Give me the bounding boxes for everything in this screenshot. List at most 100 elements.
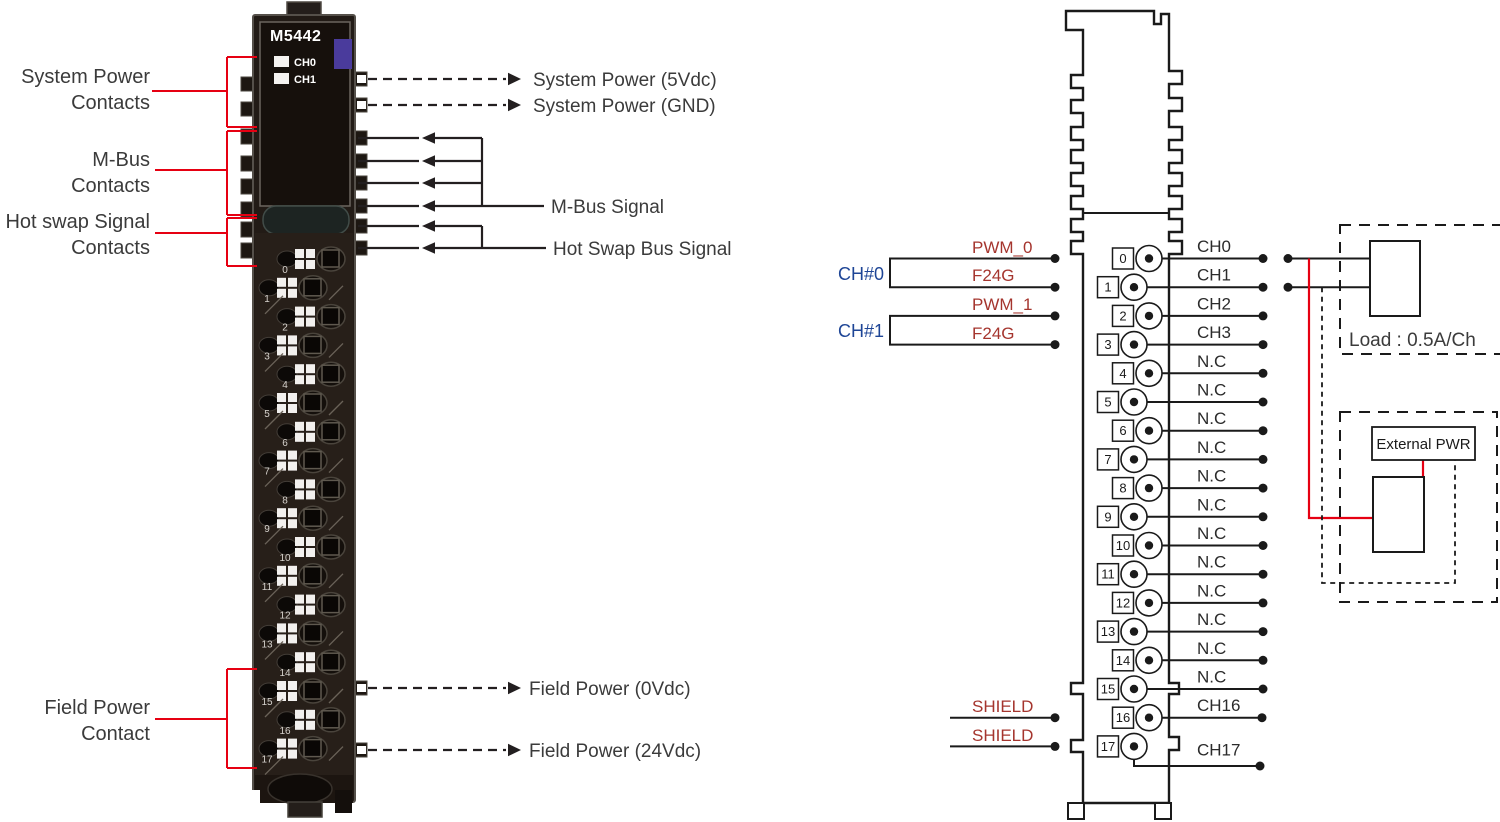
- arrow-left-icon: [422, 220, 435, 232]
- pin-number-box: [1096, 275, 1120, 299]
- pin-label: N.C: [1197, 352, 1226, 371]
- terminal-release-cross: [277, 749, 286, 759]
- module-terminal-row: 4: [276, 361, 346, 391]
- pin-label: N.C: [1197, 524, 1226, 543]
- pin-row: 11N.C: [1096, 553, 1268, 589]
- terminal-number: 13: [261, 639, 273, 650]
- m-bus-bus: [480, 138, 544, 208]
- module-terminal-row: 6: [276, 419, 346, 449]
- pin-row: 5N.C: [1096, 381, 1268, 416]
- terminal-number: 6: [282, 438, 288, 449]
- terminal-release-cross: [277, 738, 286, 748]
- pin-terminal-dot: [1144, 656, 1154, 665]
- pin-terminal-dot: [1129, 742, 1139, 751]
- terminal-hole: [303, 278, 322, 297]
- foot-latch: [267, 773, 333, 805]
- pin-terminal-dot: [1129, 397, 1139, 407]
- ch0-bracket: [889, 257, 948, 289]
- terminal-release-cross: [288, 288, 297, 298]
- external-pwr-box: [1372, 476, 1425, 553]
- callout-labels: System Power Contacts M-Bus Contacts Hot…: [5, 66, 150, 745]
- pin-row: 8N.C: [1111, 467, 1268, 502]
- led-ch1: [274, 73, 289, 84]
- ch0-group-label: CH#0: [838, 264, 884, 284]
- arrow-left-icon: [422, 177, 435, 189]
- terminal-number: 11: [262, 582, 273, 593]
- terminal-release-cross: [306, 306, 315, 316]
- pin-number-box: [1096, 562, 1120, 586]
- terminal-hole: [321, 594, 340, 614]
- pin-terminal-dot: [1129, 512, 1139, 521]
- terminal-release-cross: [295, 479, 304, 489]
- hot-swap-lines: [358, 224, 482, 250]
- terminal-hole: [303, 738, 322, 758]
- pin-label: CH1: [1197, 266, 1231, 285]
- pin-row: 10 N.C: [1111, 524, 1268, 560]
- terminal-release-cross: [288, 738, 297, 748]
- pin-number-box: [1096, 333, 1120, 356]
- pin-label: N.C: [1197, 381, 1226, 400]
- arrow-left-icon: [422, 200, 435, 212]
- arrow-left-icon: [422, 155, 435, 167]
- module-terminal-row: 13: [258, 620, 344, 660]
- terminal-release-cross: [277, 461, 286, 471]
- terminal-release-cross: [288, 692, 297, 701]
- pin-terminal-dot: [1144, 483, 1154, 493]
- terminal-release-cross: [295, 720, 304, 730]
- terminal-release-cross: [295, 537, 304, 546]
- led-ch0-label: CH0: [294, 57, 316, 69]
- shield2-label: SHIELD: [972, 726, 1033, 745]
- terminal-number: 3: [264, 351, 270, 362]
- label-system-power-gnd: System Power (GND): [533, 96, 716, 117]
- pin-terminal-dot: [1129, 627, 1139, 636]
- terminal-release-cross: [288, 623, 297, 633]
- input-wires: [889, 257, 1055, 748]
- load-area: Load : 0.5A/Ch External PWR: [1283, 224, 1500, 603]
- pin-label: CH2: [1197, 294, 1231, 313]
- pin-terminal-dot: [1129, 455, 1139, 464]
- terminal-release-cross: [277, 277, 286, 287]
- terminal-release-cross: [306, 479, 315, 489]
- terminal-release-cross: [295, 548, 304, 557]
- module-terminal-row: 9: [258, 505, 344, 545]
- terminal-release-cross: [306, 548, 315, 557]
- terminal-number: 10: [279, 553, 291, 564]
- pin-row: 7N.C: [1096, 438, 1268, 474]
- pwm-wires: [948, 257, 1055, 346]
- module-terminal-row: 5: [258, 390, 344, 430]
- terminal-release-cross: [295, 249, 304, 258]
- pin-label: N.C: [1197, 438, 1226, 457]
- terminal-release-cross: [306, 720, 315, 730]
- pin-terminal-dot: [1144, 426, 1154, 435]
- terminal-release-cross: [277, 692, 286, 701]
- terminal-hole: [321, 249, 340, 268]
- signal-lines: [358, 77, 546, 752]
- pin-number-box: [1111, 247, 1135, 270]
- terminal-release-cross: [288, 508, 297, 518]
- wire-end-dot: [1255, 761, 1265, 771]
- terminal-release-cross: [288, 519, 297, 529]
- pin-terminal-dot: [1129, 684, 1139, 694]
- module-terminal-row: 0: [276, 246, 346, 276]
- module-terminal-row: 3: [258, 332, 344, 372]
- terminal-release-cross: [295, 490, 304, 500]
- terminal-release-cross: [288, 576, 297, 586]
- wire-end-dot: [1258, 655, 1268, 665]
- terminal-release-cross: [306, 652, 315, 662]
- terminal-number: 0: [282, 265, 288, 276]
- pin-row: 12N.C: [1111, 581, 1268, 617]
- terminal-release-cross: [295, 421, 304, 431]
- terminal-hole: [321, 710, 340, 729]
- pin-terminal-dot: [1129, 340, 1139, 349]
- wire-end-dot: [1258, 397, 1268, 407]
- module-bottom-tab: [287, 801, 323, 818]
- pin-number: 10: [1116, 538, 1130, 553]
- terminal-release-cross: [306, 375, 315, 385]
- ch1-group-label: CH#1: [838, 321, 884, 341]
- wire-end-dot: [1258, 483, 1268, 493]
- led-ch1-label: CH1: [294, 74, 316, 86]
- pin-row: 15N.C: [1096, 668, 1268, 703]
